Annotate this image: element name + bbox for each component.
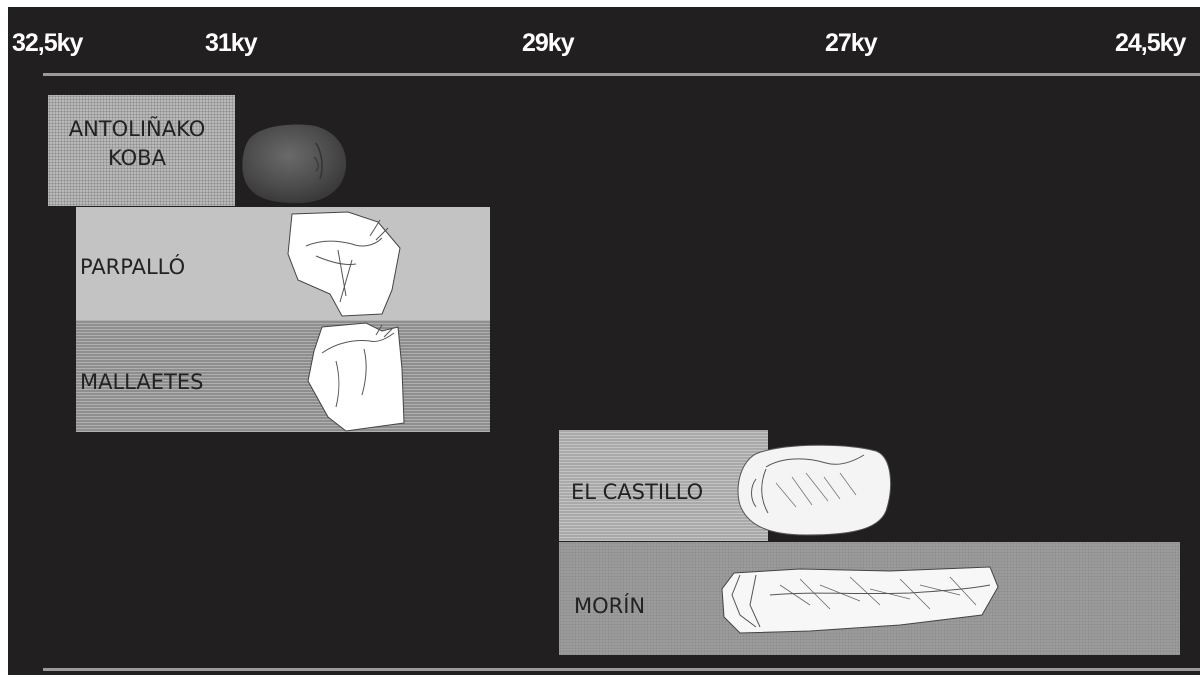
tick-label: 29ky [522, 29, 574, 58]
site-label-line: KOBA [62, 144, 212, 173]
engraved-pebble-drawing [736, 443, 894, 537]
top-rule [43, 73, 1200, 76]
timeline-diagram: 32,5ky 31ky 29ky 27ky 24,5ky ANTOLIÑAKO … [8, 7, 1200, 675]
site-label-mallaetes: MALLAETES [80, 368, 203, 397]
site-label-parpallo: PARPALLÓ [80, 253, 185, 282]
engraved-stone-photo [236, 123, 351, 205]
tick-label: 31ky [205, 29, 257, 58]
tick-label: 32,5ky [12, 29, 82, 58]
engraved-bone-drawing [720, 565, 1000, 635]
site-label-morin: MORÍN [574, 592, 645, 621]
site-label-antolinako-koba: ANTOLIÑAKO KOBA [62, 115, 212, 174]
site-label-el-castillo: EL CASTILLO [571, 478, 703, 507]
bottom-rule [43, 668, 1200, 671]
engraved-plaquette-drawing [306, 321, 406, 433]
site-label-line: ANTOLIÑAKO [62, 115, 212, 144]
tick-label: 24,5ky [1115, 29, 1185, 58]
engraved-plaquette-drawing [286, 210, 406, 320]
tick-label: 27ky [825, 29, 877, 58]
